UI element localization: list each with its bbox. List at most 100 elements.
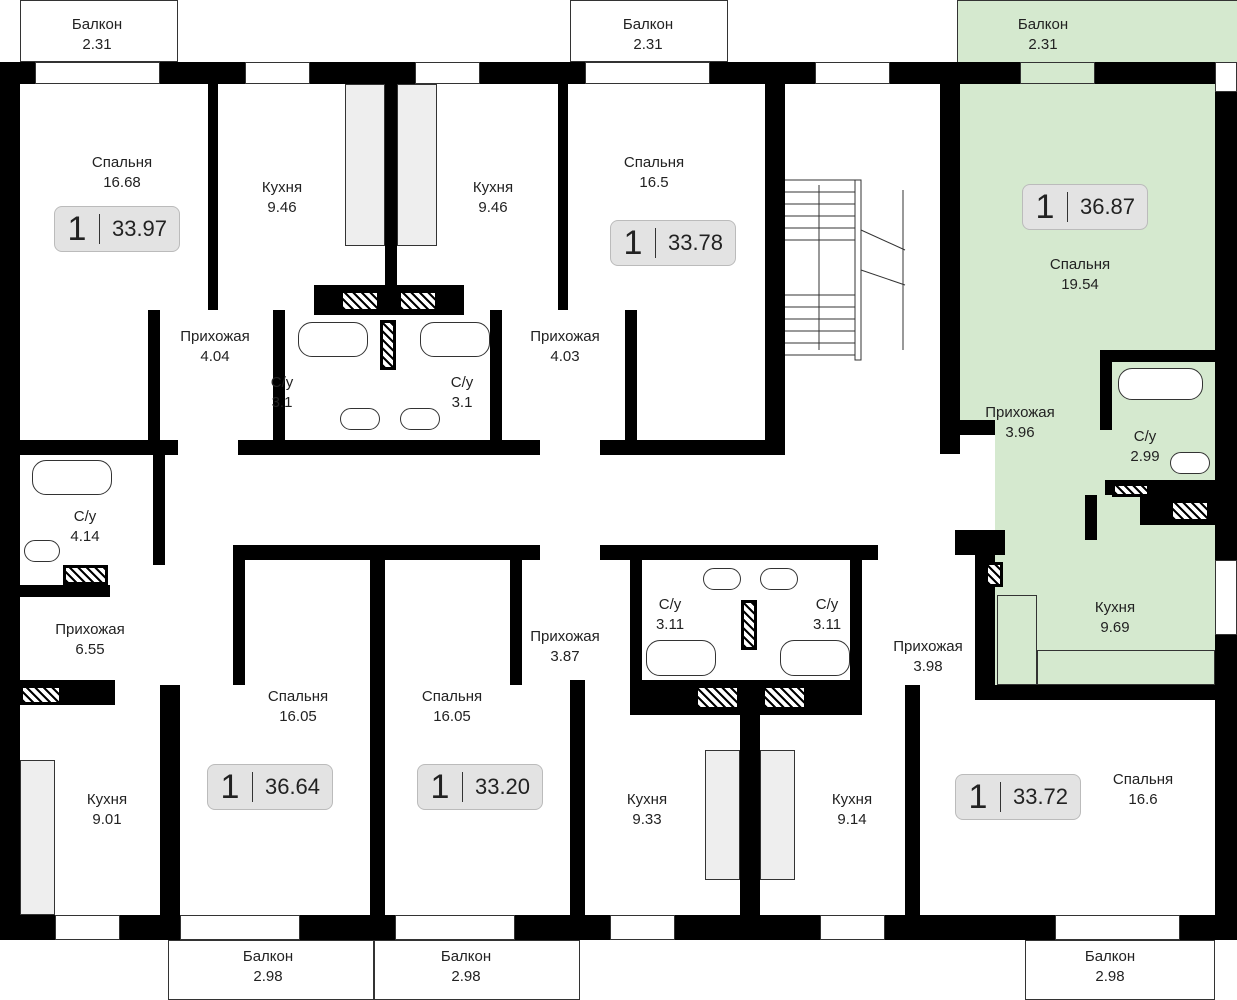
wall xyxy=(0,62,20,940)
vent-shaft xyxy=(695,685,740,710)
vent-shaft xyxy=(398,290,438,312)
total-area: 36.64 xyxy=(264,774,321,799)
total-area: 33.20 xyxy=(474,774,531,799)
window xyxy=(610,915,675,940)
wall xyxy=(940,84,960,454)
window xyxy=(585,62,710,84)
window xyxy=(820,915,885,940)
total-area: 33.97 xyxy=(111,216,168,241)
highlighted-apartment[interactable] xyxy=(960,84,1215,424)
kitchen-counter xyxy=(397,84,437,246)
wall xyxy=(0,440,178,455)
wall xyxy=(1100,350,1112,430)
wall xyxy=(233,545,245,685)
wall xyxy=(1215,62,1237,940)
wall xyxy=(600,440,785,455)
wall xyxy=(20,585,110,597)
kitchen-counter xyxy=(705,750,740,880)
room-count: 1 xyxy=(611,226,656,260)
vent-shaft xyxy=(1170,500,1210,522)
window xyxy=(245,62,310,84)
wall xyxy=(148,310,160,455)
wall xyxy=(0,62,975,84)
window xyxy=(35,62,160,84)
vent-shaft xyxy=(1112,483,1150,497)
window xyxy=(815,62,890,84)
balcony xyxy=(168,940,374,1000)
room-count: 1 xyxy=(1023,190,1068,224)
highlighted-apartment-balcony[interactable] xyxy=(957,0,1237,64)
bathtub-icon xyxy=(298,322,368,357)
wall xyxy=(905,685,920,915)
toilet-icon xyxy=(703,568,741,590)
vent-shaft xyxy=(762,685,807,710)
window xyxy=(1215,560,1237,635)
window xyxy=(395,915,515,940)
wall xyxy=(208,84,218,310)
vent-shaft xyxy=(741,600,757,650)
wall xyxy=(558,84,568,310)
wall xyxy=(850,560,862,715)
window xyxy=(1020,62,1095,84)
wall xyxy=(160,685,180,915)
vent-shaft xyxy=(63,565,108,585)
wall xyxy=(765,84,785,454)
wall xyxy=(1100,350,1215,362)
window xyxy=(1055,915,1180,940)
toilet-icon xyxy=(1170,452,1210,474)
room-count: 1 xyxy=(55,212,100,246)
total-area: 36.87 xyxy=(1079,194,1136,219)
bathtub-icon xyxy=(780,640,850,676)
toilet-icon xyxy=(400,408,440,430)
wall xyxy=(975,685,1215,700)
wall xyxy=(233,545,540,560)
room-count: 1 xyxy=(208,770,253,804)
wall xyxy=(370,560,385,940)
room-count: 1 xyxy=(956,780,1001,814)
total-area: 33.78 xyxy=(667,230,724,255)
vent-shaft xyxy=(985,562,1003,587)
toilet-icon xyxy=(760,568,798,590)
bathtub-icon xyxy=(32,460,112,495)
wall xyxy=(273,310,285,450)
window xyxy=(415,62,480,84)
wall xyxy=(1085,495,1097,540)
bathtub-icon xyxy=(420,322,490,357)
wall xyxy=(510,560,522,685)
vent-shaft xyxy=(380,320,396,370)
toilet-icon xyxy=(24,540,60,562)
kitchen-counter xyxy=(997,595,1037,685)
kitchen-counter xyxy=(345,84,385,246)
kitchen-counter xyxy=(20,760,55,915)
balcony xyxy=(20,0,178,62)
kitchen-counter xyxy=(1037,650,1215,685)
toilet-icon xyxy=(340,408,380,430)
bathtub-icon xyxy=(1118,368,1203,400)
window xyxy=(1215,62,1237,92)
